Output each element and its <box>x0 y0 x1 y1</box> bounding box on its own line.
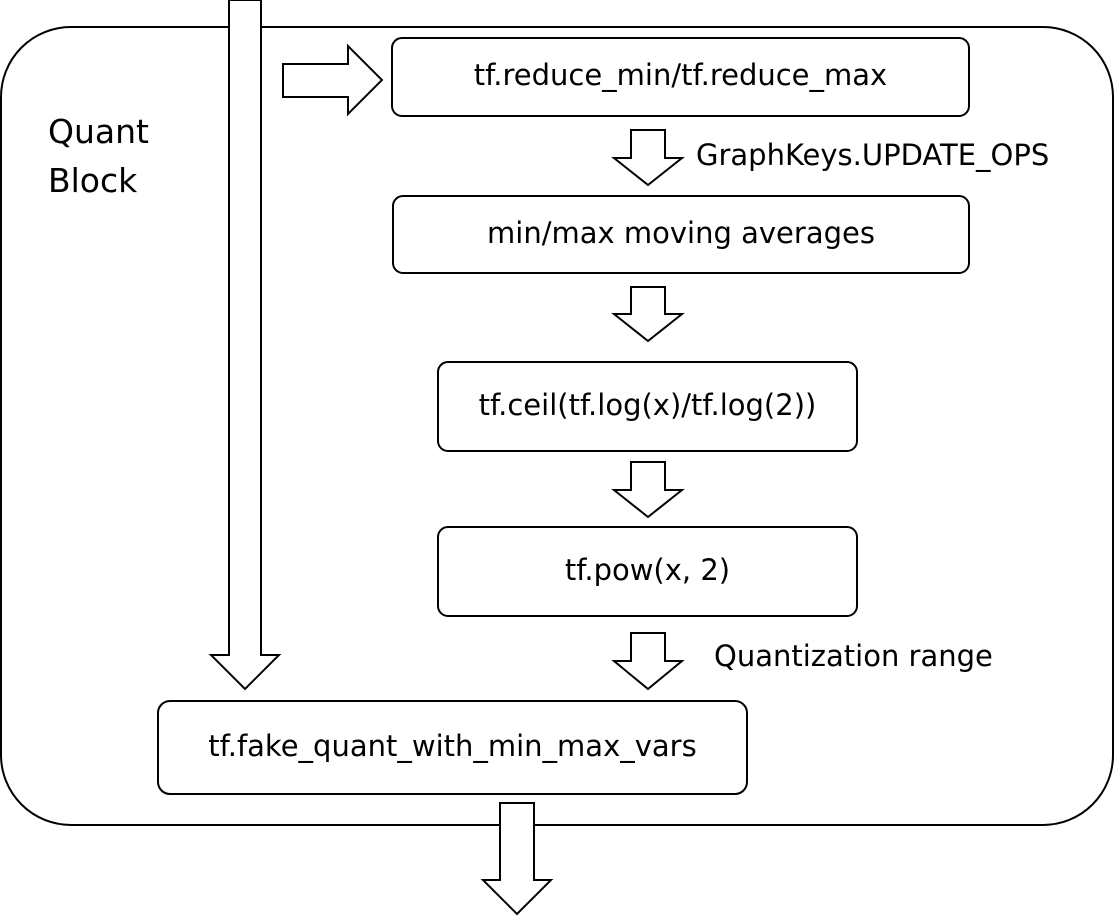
arrow-reduce-to-moving-avg <box>611 129 685 187</box>
node-pow-label: tf.pow(x, 2) <box>565 553 730 587</box>
output-down-arrow <box>480 802 554 916</box>
node-reduce-min-max <box>391 37 970 117</box>
node-reduce-min-max-label: tf.reduce_min/tf.reduce_max <box>474 58 887 92</box>
edge-label-quantization-range: Quantization range <box>714 639 993 673</box>
node-fake-quant <box>157 700 748 795</box>
node-ceil-log <box>437 361 858 452</box>
node-fake-quant-label: tf.fake_quant_with_min_max_vars <box>208 729 696 763</box>
node-ceil-log-label: tf.ceil(tf.log(x)/tf.log(2)) <box>479 388 817 422</box>
node-moving-averages <box>392 195 970 274</box>
container-label-line1: Quant <box>48 112 149 151</box>
node-pow <box>437 526 858 617</box>
node-moving-averages-label: min/max moving averages <box>487 216 875 250</box>
edge-label-update-ops: GraphKeys.UPDATE_OPS <box>696 138 1049 172</box>
arrow-pow-to-fake-quant <box>611 632 685 691</box>
arrow-moving-avg-to-ceil <box>611 286 685 343</box>
input-down-arrow <box>208 0 282 691</box>
container-label-line2: Block <box>48 161 138 200</box>
arrow-ceil-to-pow <box>611 461 685 519</box>
branch-right-arrow <box>282 43 384 117</box>
